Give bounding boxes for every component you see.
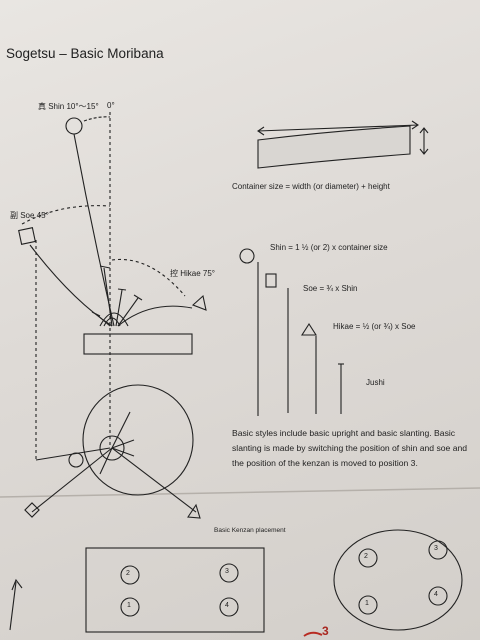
soe-proportion-symbol [265, 273, 277, 288]
shin-proportion: Shin = 1 ½ (or 2) x container size [270, 243, 388, 252]
kenzan-top-view [99, 435, 125, 461]
jushi-label: Jushi [366, 378, 385, 387]
left-arrow [9, 581, 17, 631]
hikae-proportion-symbol [300, 322, 318, 336]
kenzan-oval-pos-4: 4 [434, 591, 438, 598]
handwritten-mark: 3 [322, 624, 329, 638]
container-shape [257, 125, 411, 169]
container-side-view [83, 333, 193, 355]
shin-symbol [65, 117, 83, 135]
kenzan-rect-pos-2: 2 [126, 570, 130, 577]
hikae-angle-label: 控 Hikae 75° [170, 269, 215, 278]
handwritten-mark-stroke [303, 631, 323, 637]
container-top-view [82, 384, 194, 496]
hikae-proportion: Hikae = ½ (or ¾) x Soe [333, 322, 416, 331]
hikae-angle-arc [111, 258, 186, 297]
kenzan-rect-pos-1: 1 [127, 602, 131, 609]
description-paragraph: Basic styles include basic upright and b… [232, 428, 468, 469]
width-arrow [257, 124, 419, 132]
shin-symbol-top [68, 452, 84, 468]
soe-symbol-top [24, 502, 40, 518]
hikae-symbol [191, 294, 207, 311]
jushi-stem-4 [95, 313, 111, 327]
kenzan-oval-pos-3: 3 [434, 545, 438, 552]
shin-angle-arc [83, 116, 111, 122]
container-caption: Container size = width (or diameter) + h… [232, 182, 390, 191]
paper-fold [0, 487, 480, 498]
kenzan-rect-pos-4: 4 [225, 602, 229, 609]
kenzan-oval-pos-2: 2 [364, 553, 368, 560]
kenzan-caption: Basic Kenzan placement [214, 527, 286, 534]
document-title: Sogetsu – Basic Moribana [6, 46, 164, 61]
shin-proportion-symbol [239, 248, 255, 264]
shin-angle-label: 真 Shin 10°～15° [38, 102, 99, 111]
shin-zero-label: 0° [107, 101, 115, 110]
soe-angle-arc [21, 205, 111, 225]
kenzan-oval [333, 529, 463, 631]
soe-angle-label: 副 Soe 45° [10, 211, 49, 220]
soe-stem [29, 244, 113, 327]
jushi-stem-1 [103, 267, 113, 327]
kenzan-oval-pos-1: 1 [365, 600, 369, 607]
kenzan-rect-pos-3: 3 [225, 568, 229, 575]
soe-symbol [18, 227, 36, 245]
hikae-symbol-top [187, 503, 201, 519]
kenzan-rect [85, 547, 265, 633]
jushi-stem-3 [117, 297, 139, 327]
jushi-stem-2 [115, 289, 123, 327]
soe-proportion: Soe = ¾ x Shin [303, 284, 358, 293]
hikae-stem [117, 305, 193, 327]
